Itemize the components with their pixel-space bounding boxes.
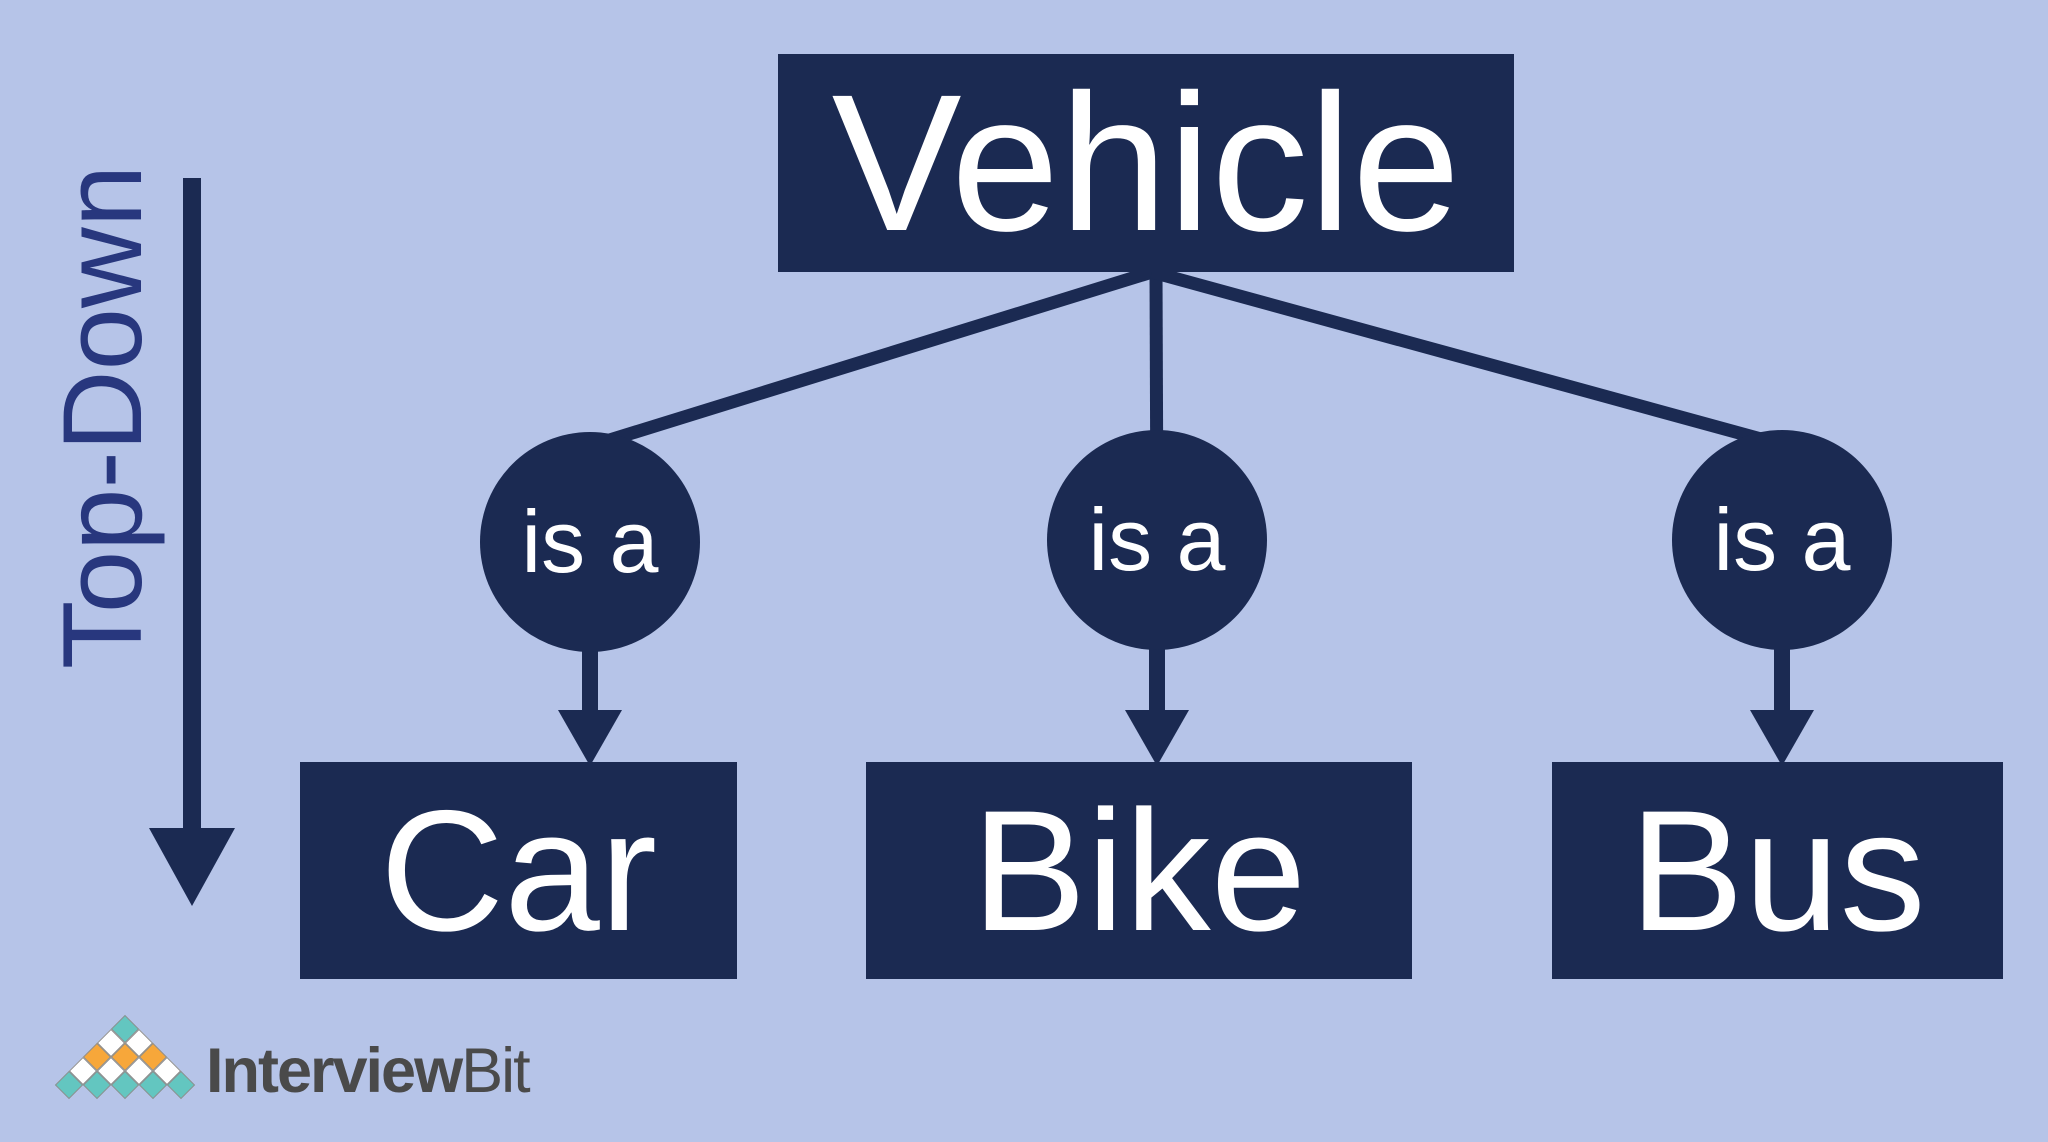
isa-label: is a — [1713, 490, 1851, 589]
root-node-label: Vehicle — [831, 53, 1461, 272]
child-node-label: Car — [379, 774, 658, 967]
isa-label: is a — [1088, 490, 1226, 589]
child-node-label: Bike — [971, 774, 1307, 967]
child-node-car: Car — [300, 762, 737, 979]
arrowhead-car — [558, 710, 622, 766]
isa-circle-right: is a — [1672, 430, 1892, 650]
arrowhead-bus — [1750, 710, 1814, 766]
logo-text-interview: Interview — [206, 1036, 463, 1106]
child-node-bus: Bus — [1552, 762, 2003, 979]
logo-wordmark: InterviewBit — [206, 1040, 531, 1103]
edge-vehicle-to-isa-right — [1150, 265, 1774, 449]
child-node-bike: Bike — [866, 762, 1412, 979]
logo-text-bit: Bit — [461, 1036, 531, 1106]
root-node-vehicle: Vehicle — [778, 54, 1514, 272]
edge-vehicle-to-isa-left — [598, 265, 1154, 450]
isa-circle-left: is a — [480, 432, 700, 652]
arrowhead-bike — [1125, 710, 1189, 766]
direction-label: Top-Down — [40, 164, 165, 670]
isa-circle-middle: is a — [1047, 430, 1267, 650]
direction-arrowhead — [149, 828, 235, 906]
child-node-label: Bus — [1629, 774, 1926, 967]
isa-label: is a — [521, 492, 659, 591]
logo-pyramid — [54, 1014, 196, 1103]
interviewbit-logo: InterviewBit — [54, 1014, 615, 1125]
